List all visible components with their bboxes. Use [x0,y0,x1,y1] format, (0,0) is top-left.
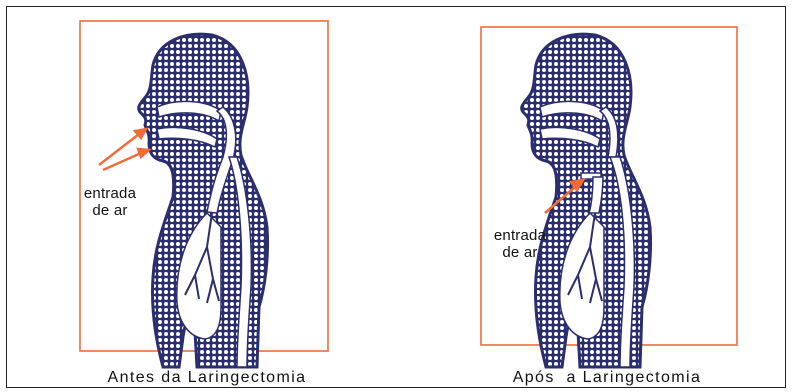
air-entry-label-before: entrada de ar [79,185,141,219]
air-entry-label-line1: entrada [489,227,551,244]
air-entry-label-line1: entrada [79,185,141,202]
air-entry-label-line2: de ar [489,244,551,261]
panel-after: entrada de ar Após a Laringectomia [397,7,787,389]
panel-before: entrada de ar Antes da Laringectomia [7,7,397,389]
caption-after: Após a Laringectomia [467,369,747,387]
diagram-after [397,7,787,389]
figure-frame: entrada de ar Antes da Laringectomia [6,6,786,388]
air-entry-label-line2: de ar [79,202,141,219]
air-arrows-before [99,129,149,170]
air-entry-label-after: entrada de ar [489,227,551,261]
diagram-before [7,7,397,389]
caption-before: Antes da Laringectomia [67,369,347,387]
